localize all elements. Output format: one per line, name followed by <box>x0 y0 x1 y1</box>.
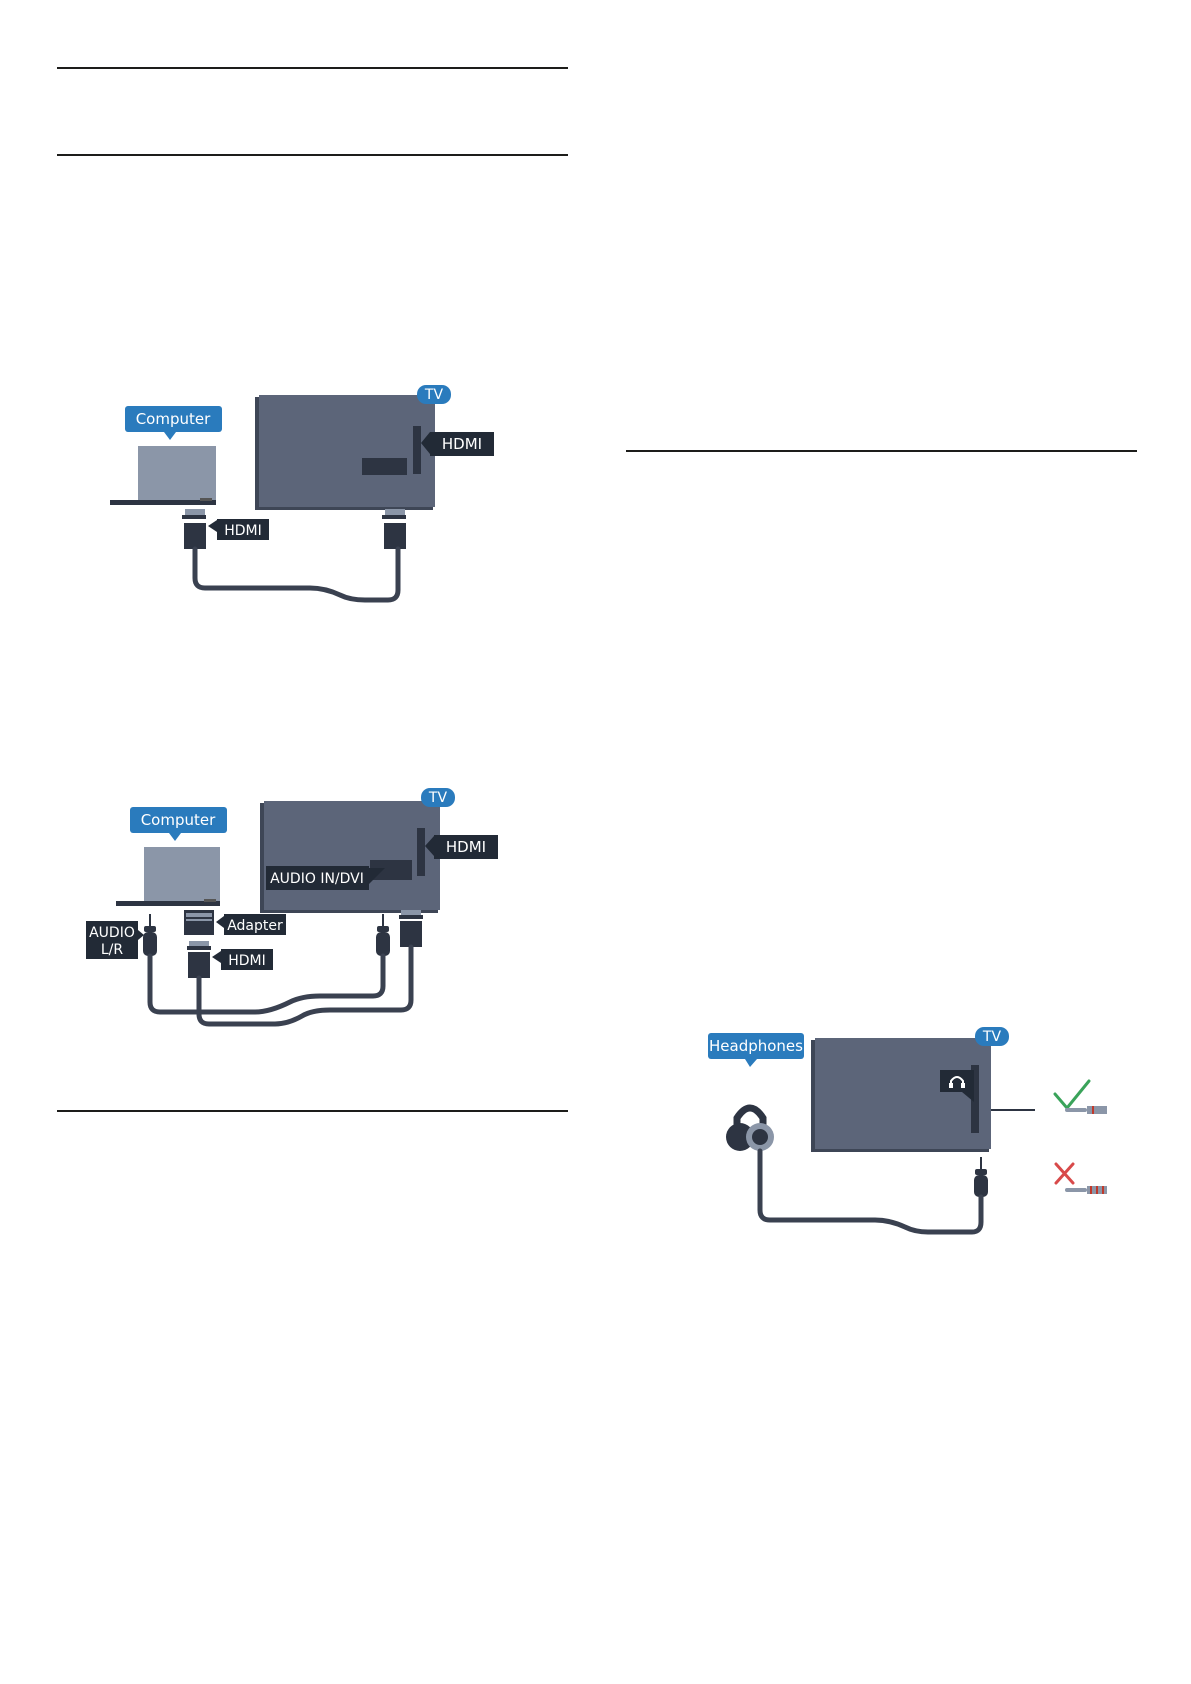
audio-label-line1: AUDIO <box>89 925 135 941</box>
compatibility-indicator-line <box>991 1109 1035 1111</box>
section-rule-4 <box>57 1110 568 1112</box>
computer-label-text: Computer <box>136 410 211 428</box>
tv-badge-label: TV <box>982 1029 1002 1045</box>
dvi-audio-connection-diagram: TV HDMI AUDIO IN/DVI Computer AUDIO L/R <box>86 788 498 1027</box>
tv-illustration <box>255 395 435 510</box>
headphones-label-text: Headphones <box>709 1037 803 1055</box>
tv-hdmi-port-text: HDMI <box>442 435 482 453</box>
computer-label-text: Computer <box>141 811 216 829</box>
section-rule-2 <box>57 154 568 156</box>
tv-hdmi-port-text: HDMI <box>446 838 486 856</box>
audio-plug-tv <box>376 914 390 956</box>
check-icon <box>1053 1079 1091 1110</box>
tv-audio-in-dvi-text: AUDIO IN/DVI <box>270 871 364 887</box>
cross-icon <box>1054 1162 1075 1185</box>
headphones-icon <box>726 1104 774 1151</box>
computer-label: Computer <box>130 807 227 841</box>
tv-badge: TV <box>421 788 455 807</box>
hdmi-dvi-cable <box>196 944 414 1027</box>
hdmi-plug-tv <box>382 509 406 549</box>
section-rule-1 <box>57 67 568 69</box>
headphones-label: Headphones <box>708 1033 804 1067</box>
audio-label-line2: L/R <box>101 942 124 958</box>
headphone-port-icon <box>940 1070 974 1102</box>
tv-hdmi-port-label: HDMI <box>425 835 498 859</box>
hdmi-plug-computer <box>182 509 206 549</box>
headphone-plug-tv <box>974 1157 988 1197</box>
headphone-cable <box>757 1148 984 1235</box>
headphones-connection-diagram: TV Headphones <box>708 1027 1107 1235</box>
adapter-label: Adapter <box>216 914 286 935</box>
cable-hdmi-label: HDMI <box>208 519 269 540</box>
tv-badge-label: TV <box>428 790 448 806</box>
tv-illustration <box>811 1038 991 1152</box>
hdmi-label: HDMI <box>212 949 273 970</box>
cable-hdmi-text: HDMI <box>224 523 262 539</box>
hdmi-connection-diagram: TV HDMI Computer HDMI <box>110 385 494 603</box>
hdmi-plug-tv <box>399 910 423 947</box>
hdmi-label-text: HDMI <box>228 953 266 969</box>
incompatible-plug-icon <box>1065 1186 1107 1194</box>
audio-lr-label: AUDIO L/R <box>86 921 144 959</box>
section-rule-3 <box>626 450 1137 452</box>
laptop-illustration <box>110 446 216 505</box>
adapter-label-text: Adapter <box>227 918 283 934</box>
tv-audio-in-dvi-label: AUDIO IN/DVI <box>266 866 385 890</box>
tv-badge: TV <box>417 385 451 404</box>
tv-badge: TV <box>975 1027 1009 1046</box>
computer-label: Computer <box>125 406 222 440</box>
dvi-adapter <box>184 910 214 935</box>
tv-badge-label: TV <box>424 387 444 403</box>
tv-illustration <box>260 801 440 913</box>
compatible-plug-icon <box>1065 1106 1107 1114</box>
hdmi-cable <box>192 546 401 603</box>
hdmi-plug-computer <box>187 941 211 978</box>
audio-plug-computer <box>143 914 157 956</box>
audio-cable <box>147 953 386 1015</box>
laptop-illustration <box>116 847 220 906</box>
tv-hdmi-port-label: HDMI <box>421 432 494 456</box>
